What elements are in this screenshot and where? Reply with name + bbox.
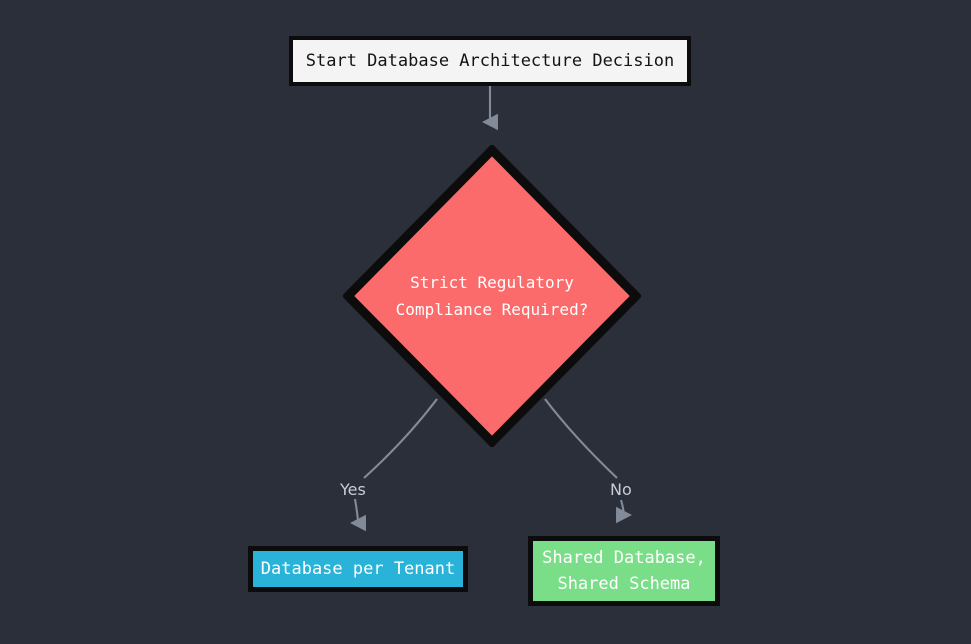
edge-decision-to-tenant <box>350 398 438 532</box>
node-shared-database-shared-schema-label: Shared Database, Shared Schema <box>542 548 706 594</box>
edge-label-yes: Yes <box>340 480 366 499</box>
node-database-per-tenant-label: Database per Tenant <box>260 559 456 579</box>
node-start[interactable]: Start Database Architecture Decision <box>289 36 691 86</box>
node-start-label: Start Database Architecture Decision <box>305 51 675 71</box>
edge-label-no: No <box>610 480 632 499</box>
node-decision[interactable]: Strict Regulatory Compliance Required? <box>343 145 641 447</box>
edge-decision-to-shared <box>544 398 632 524</box>
node-shared-database-shared-schema[interactable]: Shared Database, Shared Schema <box>528 536 720 606</box>
diamond-shape-icon <box>343 145 641 447</box>
node-database-per-tenant[interactable]: Database per Tenant <box>248 546 468 592</box>
